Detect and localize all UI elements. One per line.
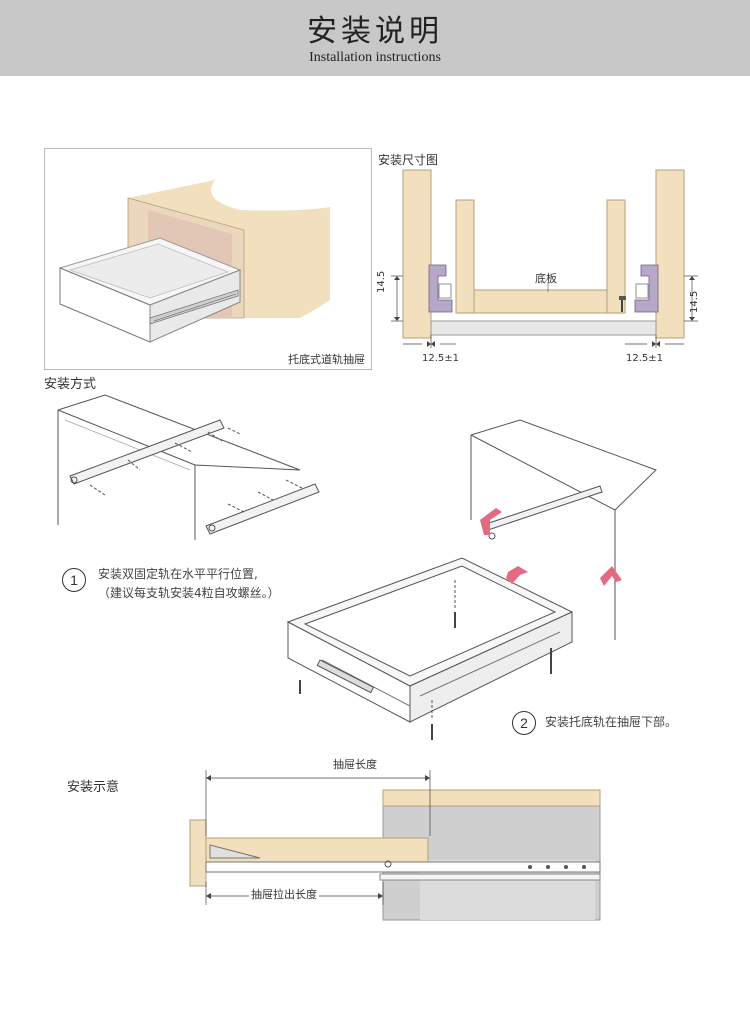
- drawer-illustration: [58, 180, 330, 343]
- drawer-caption: 托底式道轨抽屉: [288, 353, 365, 366]
- drawer-length-label: 抽屉长度: [333, 758, 377, 771]
- schematic-diagram: [189, 770, 601, 921]
- schematic-title: 安装示意: [67, 780, 120, 795]
- step1-diagram: [57, 394, 320, 540]
- method-title: 安装方式: [44, 377, 97, 392]
- step2-text: 安装托底轨在抽屉下部。: [545, 715, 678, 729]
- pink-arrows: [480, 508, 622, 586]
- step1-line1: 安装双固定轨在水平平行位置,: [98, 567, 258, 581]
- dimension-diagram: [391, 169, 698, 348]
- step1-line2: （建议每支轨安装4粒自攻螺丝。）: [98, 586, 280, 600]
- pull-out-length-label: 抽屉拉出长度: [249, 886, 319, 902]
- page-subtitle: Installation instructions: [309, 50, 441, 65]
- bottom-board-label: 底板: [535, 272, 557, 285]
- page-title: 安装说明: [307, 14, 443, 49]
- header-bar: [0, 0, 750, 76]
- step2-diagram: [286, 419, 657, 740]
- offset-right-label: 12.5±1: [626, 353, 664, 364]
- offset-left-label: 12.5±1: [422, 353, 460, 364]
- step2-number: 2: [512, 711, 536, 735]
- height-left-label: 14.5: [376, 270, 387, 293]
- step1-number: 1: [62, 568, 86, 592]
- step1-text: 安装双固定轨在水平平行位置, （建议每支轨安装4粒自攻螺丝。）: [98, 565, 280, 603]
- height-right-label: 14.5: [689, 290, 700, 313]
- dimension-title: 安装尺寸图: [378, 153, 439, 167]
